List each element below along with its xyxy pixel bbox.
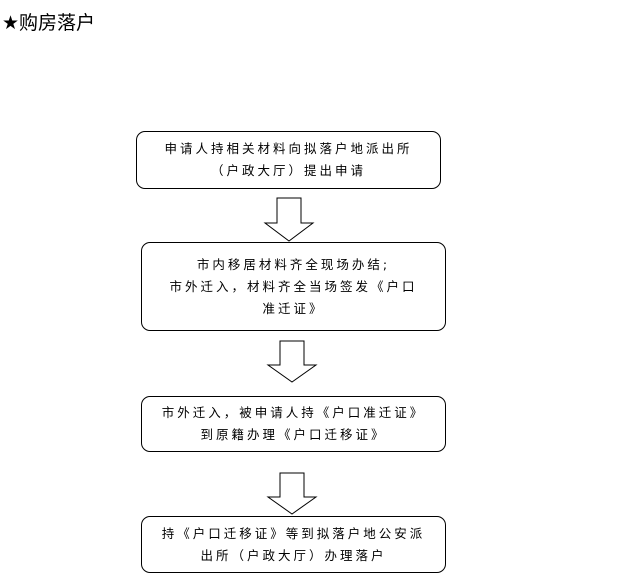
down-arrow-icon xyxy=(266,472,318,515)
step-1-box: 申请人持相关材料向拟落户地派出所 （户政大厅）提出申请 xyxy=(136,131,441,189)
down-arrow-icon xyxy=(263,197,315,242)
step-1-line-2: （户政大厅）提出申请 xyxy=(210,163,366,178)
step-4-box: 持《户口迁移证》等到拟落户地公安派 出所（户政大厅）办理落户 xyxy=(141,516,446,573)
step-4-line-1: 持《户口迁移证》等到拟落户地公安派 xyxy=(161,525,426,541)
step-4-line-2: 出所（户政大厅）办理落户 xyxy=(200,547,387,563)
step-2-line-2: 市外迁入，材料齐全当场签发《户口 xyxy=(169,278,418,294)
step-1-line-1: 申请人持相关材料向拟落户地派出所 xyxy=(164,141,413,156)
step-2-line-3: 准迁证》 xyxy=(262,300,325,316)
step-2-box: 市内移居材料齐全现场办结; 市外迁入，材料齐全当场签发《户口 准迁证》 xyxy=(141,242,446,331)
step-3-box: 市外迁入，被申请人持《户口准迁证》 到原籍办理《户口迁移证》 xyxy=(141,396,446,452)
step-3-line-1: 市外迁入，被申请人持《户口准迁证》 xyxy=(161,405,426,420)
step-3-line-2: 到原籍办理《户口迁移证》 xyxy=(200,427,387,442)
page-title: ★购房落户 xyxy=(2,12,96,34)
down-arrow-icon xyxy=(266,340,318,383)
step-2-line-1: 市内移居材料齐全现场办结; xyxy=(196,256,391,272)
